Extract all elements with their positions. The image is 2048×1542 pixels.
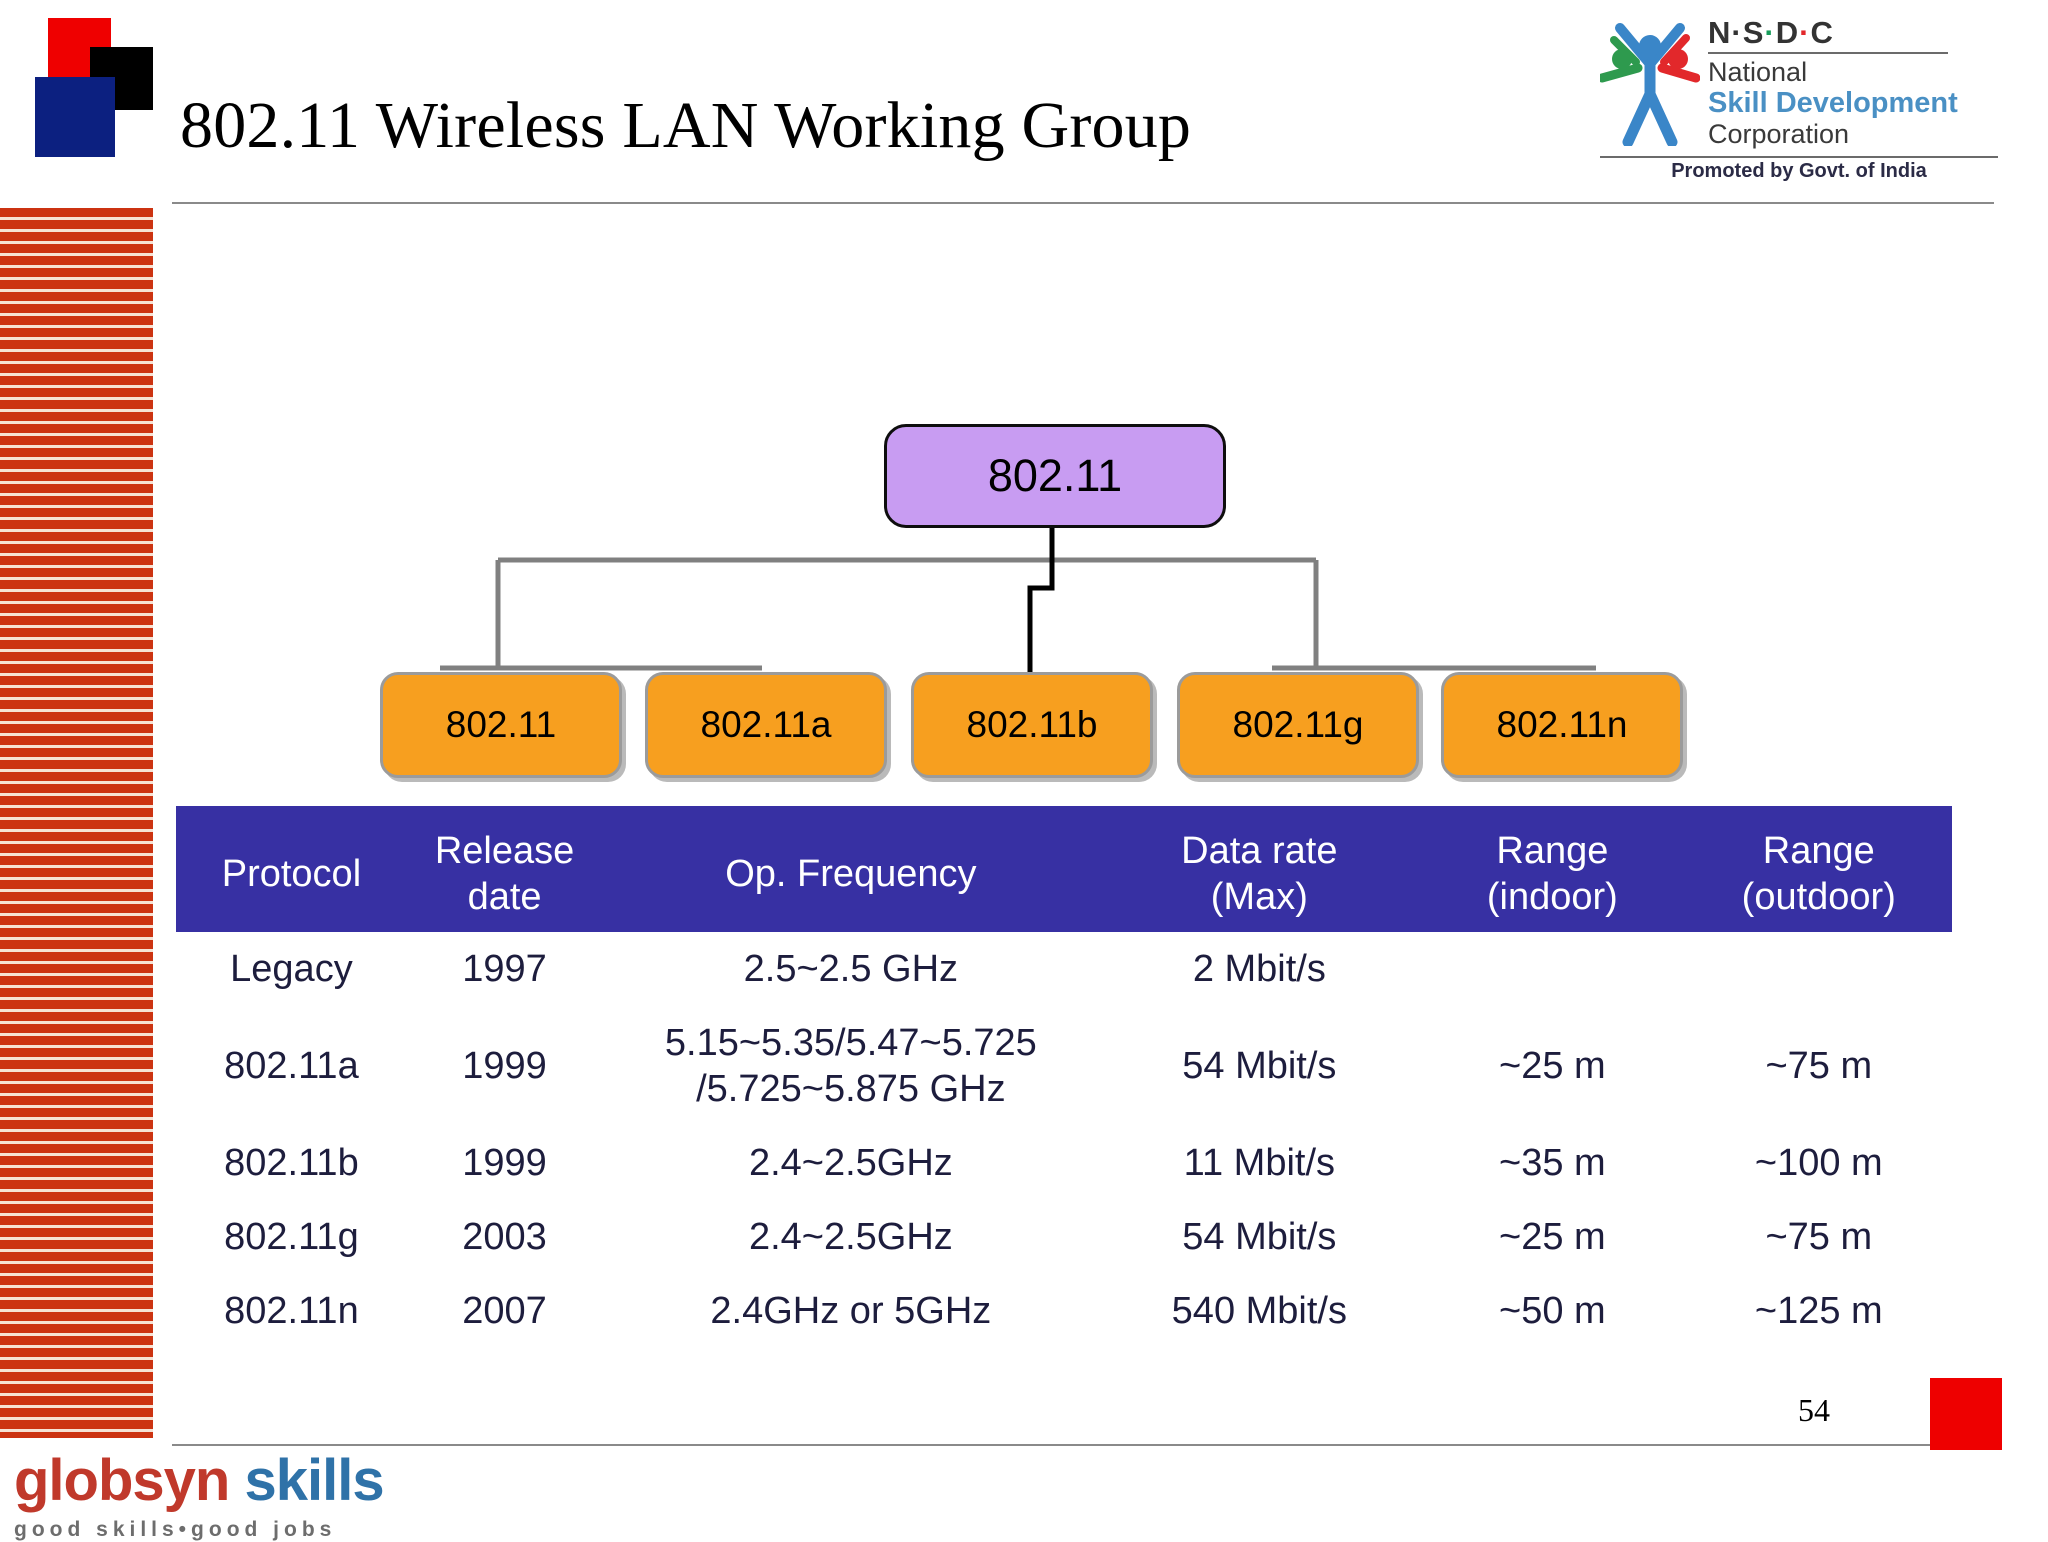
freq-line-1: 2.4~2.5GHz xyxy=(748,1142,953,1184)
header-divider xyxy=(172,202,1994,204)
cell-data-rate: 2 Mbit/s xyxy=(1192,948,1326,990)
cell-release-date: 2007 xyxy=(462,1290,547,1332)
cell-op-frequency: 2.4GHz or 5GHz xyxy=(602,1274,1099,1348)
footer-divider xyxy=(172,1444,1994,1446)
column-header-data-rate[interactable]: Data rate(Max) xyxy=(1099,806,1420,932)
diagram-node-80211n[interactable]: 802.11n xyxy=(1441,672,1683,778)
table-row: Legacy 1997 2.5~2.5 GHz 2 Mbit/s xyxy=(176,932,1952,1006)
table-body: Legacy 1997 2.5~2.5 GHz 2 Mbit/s 802.11a… xyxy=(176,932,1952,1348)
cell-data-rate: 11 Mbit/s xyxy=(1183,1142,1336,1184)
cell-data-rate: 54 Mbit/s xyxy=(1182,1045,1337,1087)
header-indoor-l1: Range xyxy=(1496,830,1609,872)
cell-range-outdoor xyxy=(1686,932,1952,1006)
cell-release-date: 1999 xyxy=(462,1045,547,1087)
cell-range-indoor xyxy=(1419,932,1685,1006)
nsdc-letter-c: C xyxy=(1810,15,1834,50)
cell-data-rate: 540 Mbit/s xyxy=(1171,1290,1347,1332)
column-header-range-outdoor[interactable]: Range(outdoor) xyxy=(1685,806,1952,932)
nsdc-acronym: N·S·D·C xyxy=(1708,15,1834,50)
header-release-l2: date xyxy=(467,876,542,918)
diagram-node-root[interactable]: 802.11 xyxy=(884,424,1226,528)
header-indoor-l2: (indoor) xyxy=(1486,876,1618,918)
cell-op-frequency: 5.15~5.35/5.47~5.725/5.725~5.875 GHz xyxy=(602,1006,1099,1126)
nsdc-line-skill-development: Skill Development xyxy=(1708,87,1958,119)
table-row: 802.11g 2003 2.4~2.5GHz 54 Mbit/s ~25 m … xyxy=(176,1200,1952,1274)
cell-protocol: 802.11n xyxy=(224,1290,359,1332)
globsyn-wordmark: globsyn skills xyxy=(14,1448,385,1513)
cell-range-indoor: ~50 m xyxy=(1499,1290,1606,1332)
header-datarate-l1: Data rate xyxy=(1181,830,1338,872)
diagram-node-80211a[interactable]: 802.11a xyxy=(645,672,887,778)
header-protocol-l1: Protocol xyxy=(221,853,362,895)
diagram-node-80211b[interactable]: 802.11b xyxy=(911,672,1153,778)
left-stripe-band xyxy=(0,208,153,1438)
freq-line-1: 5.15~5.35/5.47~5.725 xyxy=(664,1022,1037,1064)
cell-release-date: 2003 xyxy=(462,1216,547,1258)
nsdc-bottom-rule xyxy=(1600,156,1998,158)
column-header-op-frequency[interactable]: Op. Frequency xyxy=(602,806,1100,932)
cell-protocol: Legacy xyxy=(230,948,353,990)
header-datarate-l2: (Max) xyxy=(1210,876,1308,918)
freq-line-1: 2.5~2.5 GHz xyxy=(743,948,959,990)
diagram-node-80211[interactable]: 802.11 xyxy=(380,672,622,778)
nsdc-letter-n: N xyxy=(1708,15,1732,50)
cell-release-date: 1999 xyxy=(462,1142,547,1184)
globsyn-skills-logo: globsyn skills good skills•good jobs xyxy=(14,1448,385,1542)
cell-protocol: 802.11b xyxy=(224,1142,359,1184)
nsdc-line-corporation: Corporation xyxy=(1708,119,1850,149)
freq-line-1: 2.4~2.5GHz xyxy=(748,1216,953,1258)
cell-range-indoor: ~25 m xyxy=(1499,1216,1606,1258)
nsdc-letter-d: D xyxy=(1775,15,1800,50)
table-row: 802.11b 1999 2.4~2.5GHz 11 Mbit/s ~35 m … xyxy=(176,1126,1952,1200)
nsdc-line-national: National xyxy=(1708,57,1808,87)
freq-line-1: 2.4GHz or 5GHz xyxy=(710,1290,992,1332)
cell-protocol: 802.11g xyxy=(224,1216,359,1258)
header-outdoor-l1: Range xyxy=(1762,830,1875,872)
header-outdoor-l2: (outdoor) xyxy=(1741,876,1896,918)
cell-range-indoor: ~35 m xyxy=(1499,1142,1606,1184)
page-title: 802.11 Wireless LAN Working Group xyxy=(180,89,1192,162)
column-header-range-indoor[interactable]: Range(indoor) xyxy=(1419,806,1686,932)
cell-op-frequency: 2.5~2.5 GHz xyxy=(602,932,1099,1006)
nsdc-figure-icon xyxy=(1600,23,1700,146)
cell-range-indoor: ~25 m xyxy=(1499,1045,1606,1087)
cell-op-frequency: 2.4~2.5GHz xyxy=(602,1200,1099,1274)
nsdc-logo: N·S·D·C National Skill Development Corpo… xyxy=(1600,8,1998,193)
header-frequency-l1: Op. Frequency xyxy=(725,853,977,895)
cell-op-frequency: 2.4~2.5GHz xyxy=(602,1126,1099,1200)
header-release-l1: Release xyxy=(434,830,575,872)
logo-blue-square xyxy=(35,77,115,157)
freq-line-2: /5.725~5.875 GHz xyxy=(696,1068,1006,1110)
nsdc-rule xyxy=(1708,52,1948,54)
footer-red-square xyxy=(1930,1378,2002,1450)
table-row: 802.11n 2007 2.4GHz or 5GHz 540 Mbit/s ~… xyxy=(176,1274,1952,1348)
cell-range-outdoor: ~125 m xyxy=(1754,1290,1883,1332)
cell-range-outdoor: ~100 m xyxy=(1754,1142,1883,1184)
page-number: 54 xyxy=(1798,1392,1830,1428)
globsyn-tagline: good skills•good jobs xyxy=(14,1518,337,1541)
cell-release-date: 1997 xyxy=(462,948,547,990)
diagram-node-80211g[interactable]: 802.11g xyxy=(1177,672,1419,778)
column-header-protocol[interactable]: Protocol xyxy=(176,806,407,932)
globsyn-word-skills: skills xyxy=(244,1448,384,1513)
table-row: 802.11a 1999 5.15~5.35/5.47~5.725/5.725~… xyxy=(176,1006,1952,1126)
cell-protocol: 802.11a xyxy=(224,1045,359,1087)
nsdc-promoted-text: Promoted by Govt. of India xyxy=(1671,160,1927,182)
globsyn-word-globsyn: globsyn xyxy=(14,1448,230,1513)
nsdc-letter-s: S xyxy=(1742,15,1765,50)
cell-range-outdoor: ~75 m xyxy=(1765,1216,1873,1258)
cell-range-outdoor: ~75 m xyxy=(1765,1045,1873,1087)
cell-data-rate: 54 Mbit/s xyxy=(1182,1216,1337,1258)
